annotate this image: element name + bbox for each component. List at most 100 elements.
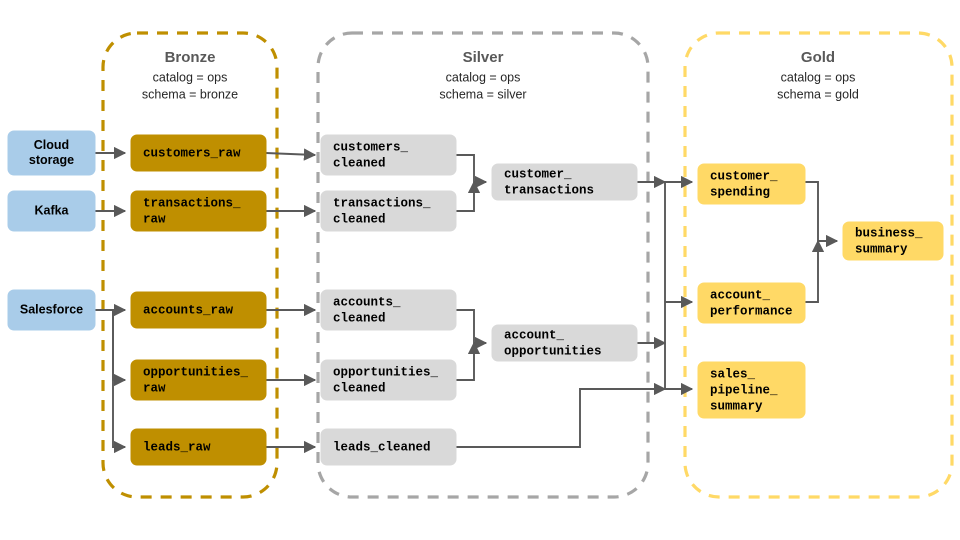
- node-transactions-raw[interactable]: transactions_raw: [130, 190, 267, 232]
- node-label-transactions-raw: transactions_: [143, 196, 241, 210]
- node-label-sales-pipeline-summary: pipeline_: [710, 383, 778, 397]
- node-box-customers-cleaned[interactable]: [320, 134, 457, 176]
- edge-salesforce-to-opportunities-raw: [112, 310, 127, 387]
- node-label-customer-spending: customer_: [710, 169, 778, 183]
- node-box-customer-spending[interactable]: [697, 163, 806, 205]
- node-label-business-summary: business_: [855, 226, 923, 240]
- node-label-kafka: Kafka: [34, 203, 69, 217]
- edge-customers-raw-to-customers-cleaned: [265, 148, 317, 161]
- node-label-sales-pipeline-summary: summary: [710, 399, 763, 413]
- node-label-customers-raw: customers_raw: [143, 146, 241, 160]
- edge-customer-spending-to-business-summary: [805, 181, 839, 248]
- zone-catalog-gold: catalog = ops: [781, 70, 856, 84]
- zone-schema-silver: schema = silver: [439, 87, 526, 101]
- zone-silver: Silver catalog = ops schema = silver: [316, 31, 650, 499]
- node-label-salesforce: Salesforce: [20, 302, 83, 316]
- node-label-transactions-raw: raw: [143, 212, 166, 226]
- node-box-customer-transactions[interactable]: [491, 163, 638, 201]
- node-label-account-opportunities: opportunities: [504, 344, 602, 358]
- node-label-account-opportunities: account_: [504, 328, 565, 342]
- node-customer-spending[interactable]: customer_ spending: [697, 163, 806, 205]
- node-customer-transactions[interactable]: customer_ transactions: [491, 163, 638, 201]
- zone-title-gold: Gold: [801, 49, 835, 66]
- node-box-account-performance[interactable]: [697, 282, 806, 324]
- zone-gold: Gold catalog = ops schema = gold: [683, 31, 954, 499]
- node-box-customers-raw[interactable]: [130, 134, 267, 172]
- node-label-opportunities-raw: raw: [143, 381, 166, 395]
- node-box-leads-raw[interactable]: [130, 428, 267, 466]
- edge-account-performance-to-business-summary: [805, 239, 825, 303]
- node-label-opportunities-cleaned: cleaned: [333, 381, 386, 395]
- edge-salesforce-to-leads-raw: [112, 310, 127, 454]
- node-salesforce[interactable]: Salesforce: [7, 289, 96, 331]
- node-transactions-cleaned[interactable]: transactions_cleaned: [320, 190, 457, 232]
- node-box-opportunities-raw[interactable]: [130, 359, 267, 401]
- node-label-accounts-raw: accounts_raw: [143, 303, 234, 317]
- node-label-customers-cleaned: customers_: [333, 140, 409, 154]
- node-label-leads-raw: leads_raw: [143, 440, 211, 454]
- zone-border-bronze: [101, 31, 279, 499]
- node-label-transactions-cleaned: cleaned: [333, 212, 386, 226]
- node-box-cloud-storage[interactable]: [7, 130, 96, 176]
- node-leads-raw[interactable]: leads_raw: [130, 428, 267, 466]
- zone-title-silver: Silver: [463, 49, 504, 66]
- node-box-accounts-cleaned[interactable]: [320, 289, 457, 331]
- node-label-customer-transactions: customer_: [504, 167, 572, 181]
- node-label-cloud-storage: storage: [29, 153, 74, 167]
- node-label-accounts-cleaned: cleaned: [333, 311, 386, 325]
- zone-schema-bronze: schema = bronze: [142, 87, 238, 101]
- node-label-account-performance: performance: [710, 304, 793, 318]
- node-box-sales-pipeline-summary[interactable]: [697, 361, 806, 419]
- node-accounts-raw[interactable]: accounts_raw: [130, 291, 267, 329]
- node-box-opportunities-cleaned[interactable]: [320, 359, 457, 401]
- zone-border-gold: [683, 31, 954, 499]
- zone-schema-gold: schema = gold: [777, 87, 859, 101]
- node-label-customer-transactions: transactions: [504, 183, 594, 197]
- edge-accounts-cleaned-to-account-opportunities: [456, 309, 488, 350]
- node-label-sales-pipeline-summary: sales_: [710, 367, 756, 381]
- node-label-transactions-cleaned: transactions_: [333, 196, 431, 210]
- node-box-salesforce[interactable]: [7, 289, 96, 331]
- node-business-summary[interactable]: business_summary: [842, 221, 944, 261]
- node-leads-cleaned[interactable]: leads_cleaned: [320, 428, 457, 466]
- node-box-leads-cleaned[interactable]: [320, 428, 457, 466]
- node-label-cloud-storage: Cloud: [34, 138, 69, 152]
- node-box-transactions-raw[interactable]: [130, 190, 267, 232]
- node-label-account-performance: account_: [710, 288, 771, 302]
- node-customers-cleaned[interactable]: customers_cleaned: [320, 134, 457, 176]
- edge-leads-cleaned-to-bus: [456, 382, 667, 448]
- node-label-business-summary: summary: [855, 242, 908, 256]
- node-box-kafka[interactable]: [7, 190, 96, 232]
- node-label-opportunities-cleaned: opportunities_: [333, 365, 439, 379]
- nodes-layer: CloudstorageKafkaSalesforcecustomers_raw…: [7, 130, 944, 466]
- edges-layer: [95, 146, 839, 454]
- node-opportunities-cleaned[interactable]: opportunities_cleaned: [320, 359, 457, 401]
- node-account-performance[interactable]: account_ performance: [697, 282, 806, 324]
- edge-transactions-cleaned-to-customer-transactions: [456, 180, 481, 212]
- edge-customers-cleaned-to-customer-transactions: [456, 154, 488, 189]
- node-customers-raw[interactable]: customers_raw: [130, 134, 267, 172]
- node-label-customers-cleaned: cleaned: [333, 156, 386, 170]
- node-box-transactions-cleaned[interactable]: [320, 190, 457, 232]
- node-accounts-cleaned[interactable]: accounts_cleaned: [320, 289, 457, 331]
- node-label-leads-cleaned: leads_cleaned: [333, 440, 431, 454]
- node-box-accounts-raw[interactable]: [130, 291, 267, 329]
- node-account-opportunities[interactable]: account_ opportunities: [491, 324, 638, 362]
- zone-border-silver: [316, 31, 650, 499]
- node-label-opportunities-raw: opportunities_: [143, 365, 249, 379]
- node-sales-pipeline-summary[interactable]: sales_ pipeline_summary: [697, 361, 806, 419]
- node-opportunities-raw[interactable]: opportunities_raw: [130, 359, 267, 401]
- node-kafka[interactable]: Kafka: [7, 190, 96, 232]
- node-label-accounts-cleaned: accounts_: [333, 295, 401, 309]
- node-label-customer-spending: spending: [710, 185, 770, 199]
- zone-title-bronze: Bronze: [165, 49, 216, 66]
- zone-catalog-silver: catalog = ops: [446, 70, 521, 84]
- edge-opportunities-cleaned-to-account-opportunities: [456, 341, 481, 381]
- node-box-account-opportunities[interactable]: [491, 324, 638, 362]
- node-box-business-summary[interactable]: [842, 221, 944, 261]
